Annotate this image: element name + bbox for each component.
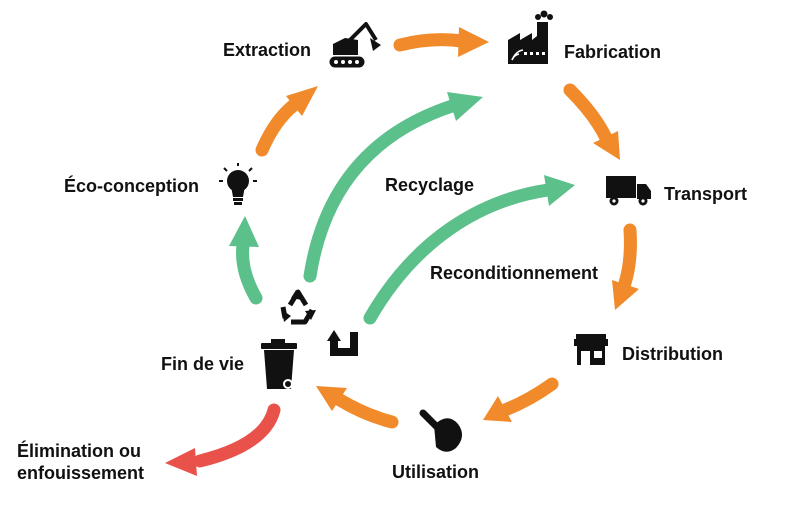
- return-arrow-icon: [327, 330, 358, 356]
- label-elimination-line2: enfouissement: [17, 463, 145, 483]
- arrow-distribution-to-utilisation: [483, 377, 559, 422]
- arrow-refurbishing-to-transport: [363, 175, 575, 325]
- arrow-fin-de-vie-to-eco-conception: [229, 216, 263, 305]
- excavator-icon: [329, 22, 381, 68]
- arrow-eco-conception-to-extraction: [255, 86, 318, 157]
- arrow-transport-to-distribution: [612, 223, 639, 310]
- shop-icon: [574, 334, 608, 365]
- label-eco-conception: Éco-conception: [64, 176, 200, 196]
- label-elimination-line1: Élimination ou: [17, 441, 141, 461]
- arrow-fabrication-to-transport: [563, 83, 620, 160]
- flow-arrows: [255, 27, 639, 429]
- trash-bin-icon: [261, 339, 297, 389]
- arrow-utilisation-to-fin-de-vie: [316, 386, 399, 429]
- label-fabrication: Fabrication: [564, 42, 662, 62]
- arrow-fin-de-vie-to-elimination: [165, 403, 281, 476]
- hand-pointer-icon: [419, 409, 463, 452]
- label-transport: Transport: [664, 184, 748, 204]
- label-recycling: Recyclage: [385, 175, 475, 195]
- arrow-extraction-to-fabrication: [393, 27, 489, 57]
- label-fin-de-vie: Fin de vie: [161, 354, 245, 374]
- loop-arrows: [229, 92, 575, 325]
- factory-icon: [508, 10, 553, 64]
- lightbulb-icon: [219, 163, 257, 205]
- truck-icon: [606, 176, 651, 206]
- label-distribution: Distribution: [622, 344, 723, 364]
- label-refurbishing: Reconditionnement: [430, 263, 599, 283]
- label-extraction: Extraction: [223, 40, 312, 60]
- arrow-recycling-to-fabrication: [303, 92, 483, 283]
- label-utilisation: Utilisation: [392, 462, 480, 482]
- recycle-icon: [280, 289, 316, 325]
